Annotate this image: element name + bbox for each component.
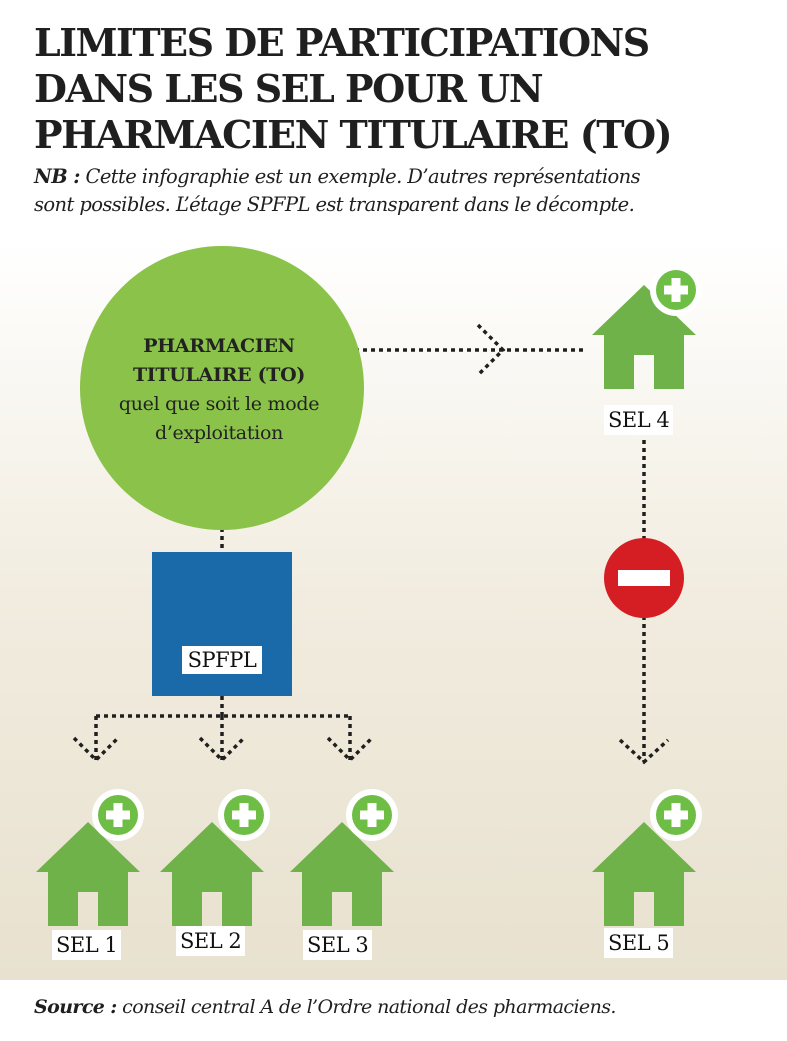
title-line-1: LIMITES DE PARTICIPATIONS bbox=[34, 20, 650, 65]
no-entry-icon bbox=[604, 538, 684, 618]
pharmacien-line-4: d’exploitation bbox=[154, 422, 284, 444]
sel4-label: SEL 4 bbox=[604, 405, 674, 435]
arrow-to-sel2 bbox=[198, 736, 246, 763]
plus-circle-icon bbox=[650, 264, 702, 316]
title-line-2: DANS LES SEL POUR UN bbox=[34, 66, 544, 111]
title-line-3: PHARMACIEN TITULAIRE (TO) bbox=[34, 112, 673, 157]
pharmacien-circle bbox=[80, 246, 364, 530]
pharmacien-line-1: PHARMACIEN bbox=[143, 335, 295, 357]
plus-circle-icon bbox=[92, 789, 144, 841]
source-text: conseil central A de l’Ordre national de… bbox=[122, 996, 616, 1018]
arrow-to-sel3 bbox=[326, 736, 374, 763]
note-text-1: Cette infographie est un exemple. D’autr… bbox=[85, 165, 641, 188]
spfpl-box bbox=[152, 552, 292, 696]
arrow-to-sel5 bbox=[618, 738, 670, 765]
source-note: Source : conseil central A de l’Ordre na… bbox=[34, 996, 616, 1018]
sel2-label: SEL 2 bbox=[176, 926, 246, 956]
source-label: Source : bbox=[34, 996, 117, 1018]
flow-diagram bbox=[36, 246, 702, 926]
arrow-to-sel4 bbox=[476, 323, 506, 377]
spfpl-label-wrap: SPFPL bbox=[152, 646, 292, 674]
sel3-label: SEL 3 bbox=[303, 930, 373, 960]
plus-circle-icon bbox=[346, 789, 398, 841]
note-line-1: NB : Cette infographie est un exemple. D… bbox=[34, 163, 774, 191]
note-label: NB : bbox=[34, 165, 81, 188]
note: NB : Cette infographie est un exemple. D… bbox=[34, 163, 774, 219]
plus-circle-icon bbox=[218, 789, 270, 841]
arrow-to-sel1 bbox=[72, 736, 120, 763]
spfpl-label: SPFPL bbox=[181, 646, 263, 674]
sel5-label: SEL 5 bbox=[604, 928, 674, 958]
sel1-label: SEL 1 bbox=[52, 930, 122, 960]
plus-circle-icon bbox=[650, 789, 702, 841]
note-line-2: sont possibles. L’étage SPFPL est transp… bbox=[34, 193, 635, 216]
pharmacien-label: PHARMACIEN TITULAIRE (TO) quel que soit … bbox=[78, 332, 360, 448]
pharmacien-line-2: TITULAIRE (TO) bbox=[132, 364, 306, 386]
pharmacien-line-3: quel que soit le mode bbox=[118, 393, 320, 415]
infographic-title: LIMITES DE PARTICIPATIONS DANS LES SEL P… bbox=[34, 20, 774, 158]
